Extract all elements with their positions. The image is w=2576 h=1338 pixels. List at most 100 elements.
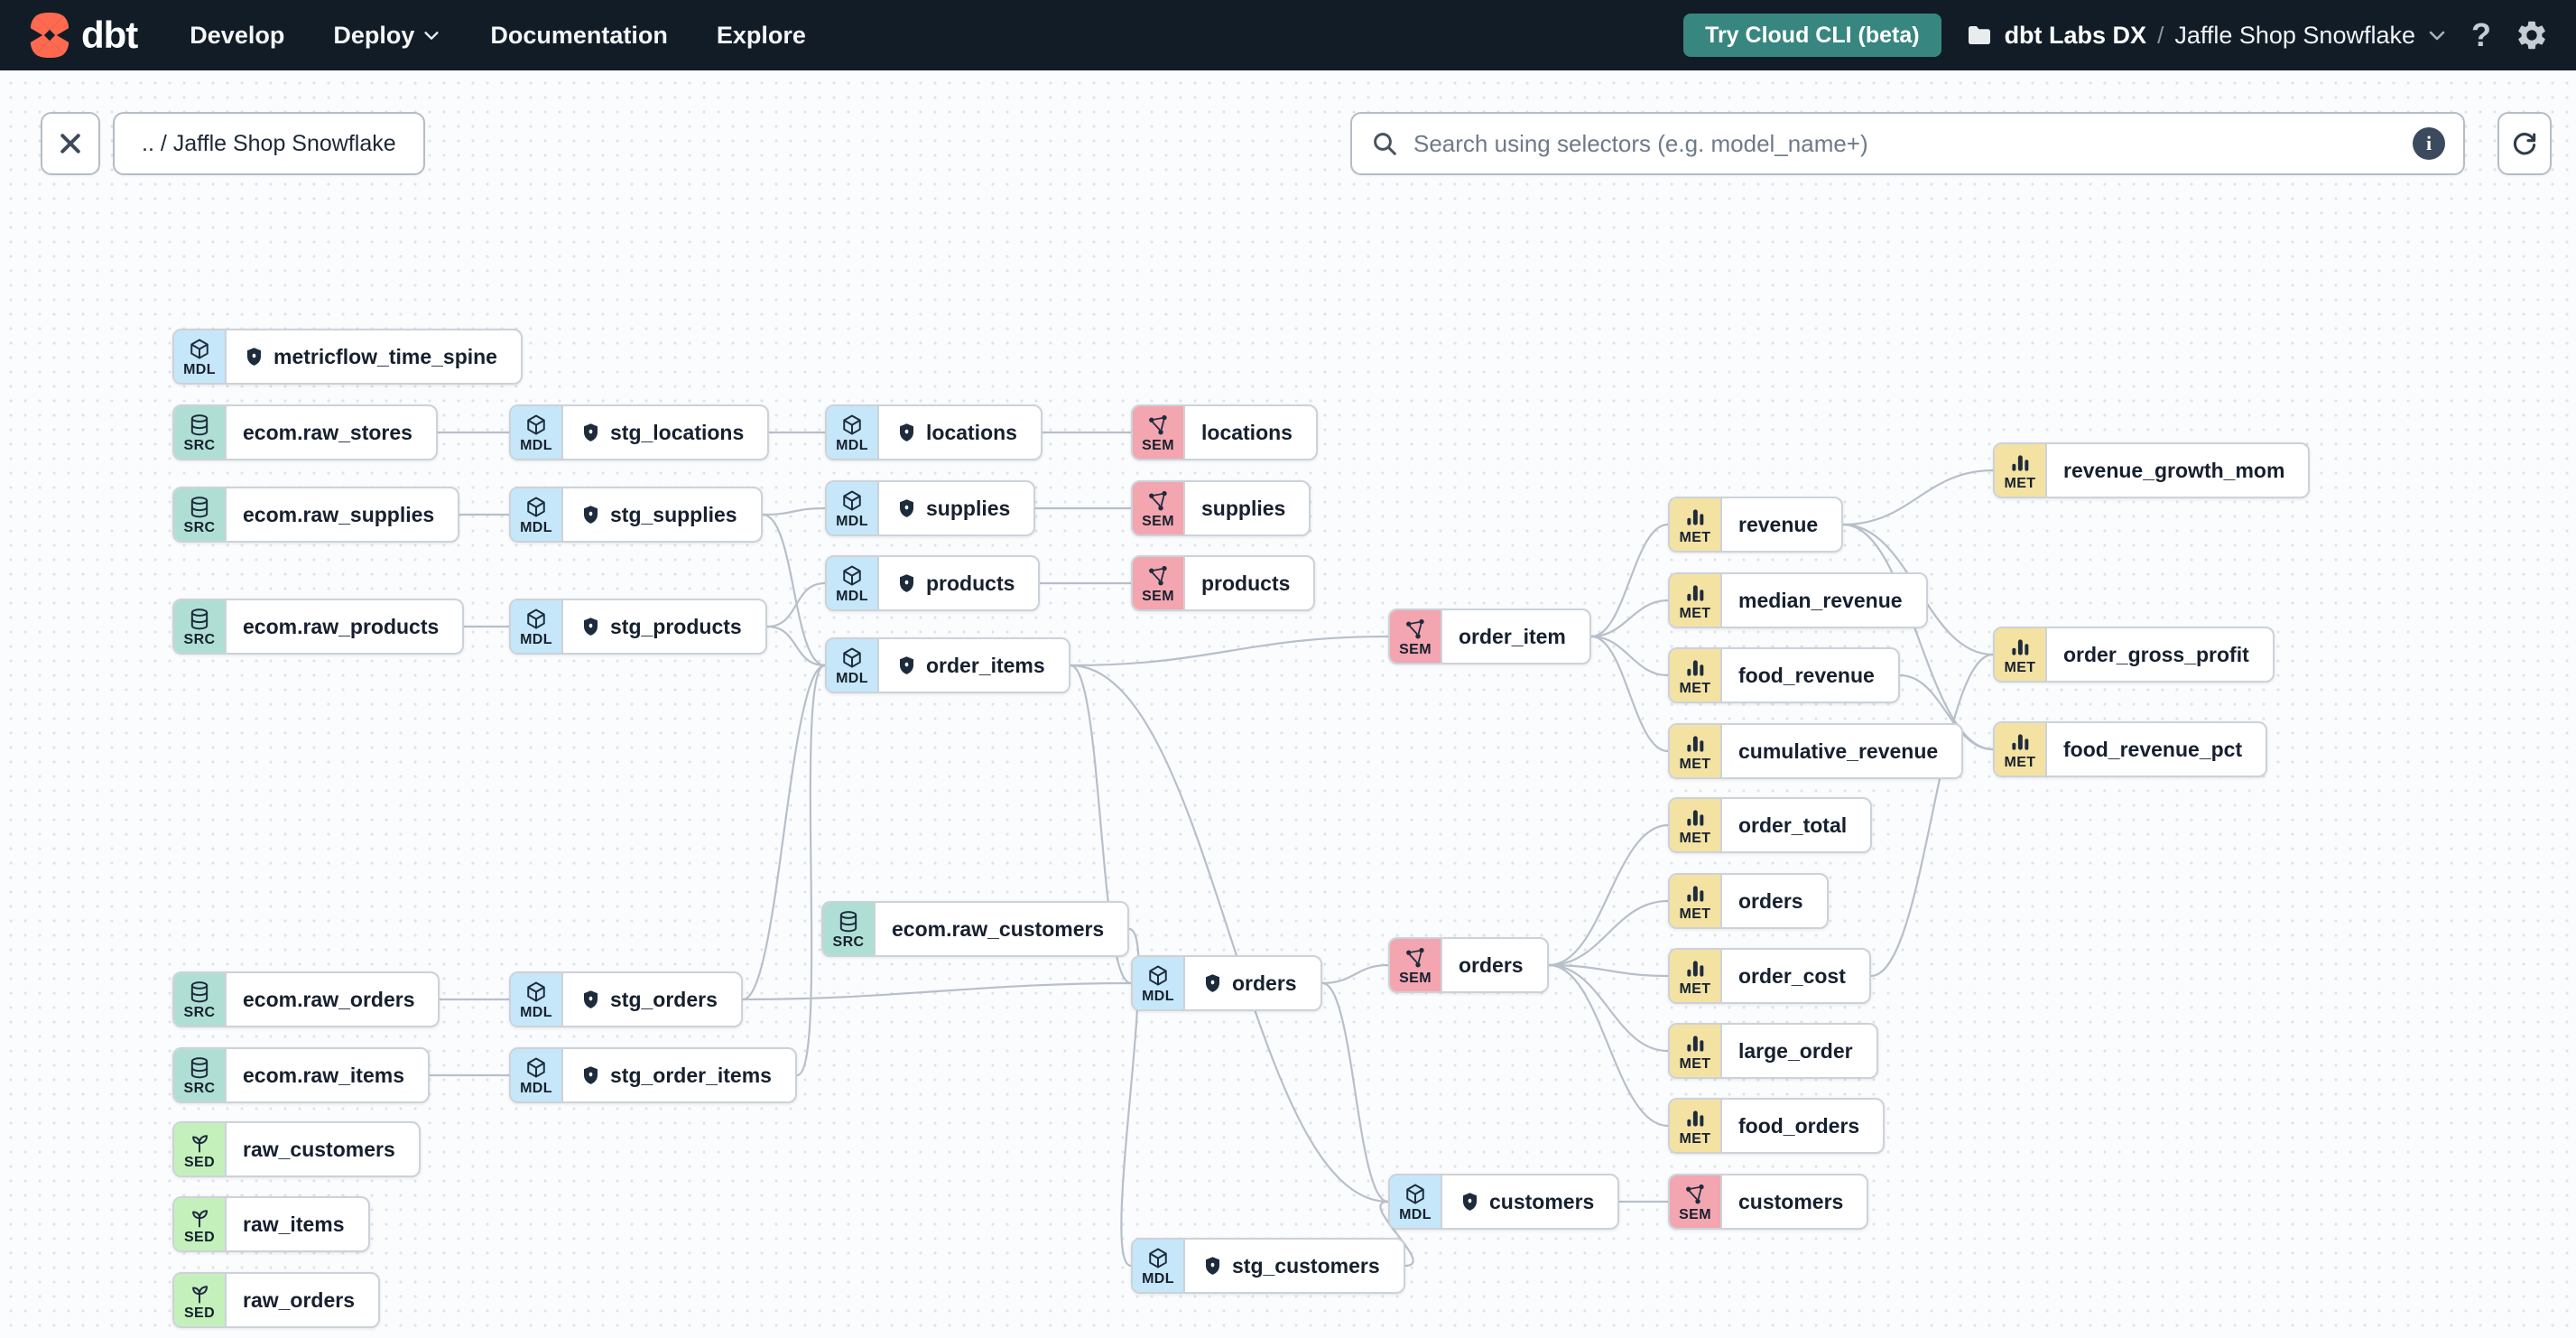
model-cube-icon — [839, 413, 865, 438]
graph-node-src_raw_stores[interactable]: SRC ecom.raw_stores — [172, 404, 438, 460]
node-type-tag: SED — [183, 1229, 216, 1245]
protected-shield-icon — [895, 655, 918, 677]
metric-bars-icon — [1682, 1106, 1708, 1131]
gear-icon[interactable] — [2515, 18, 2549, 52]
model-cube-icon — [524, 495, 549, 520]
node-type-badge: SEM — [1390, 939, 1442, 991]
node-label: ecom.raw_supplies — [243, 502, 435, 526]
refresh-icon — [2513, 133, 2536, 155]
metric-bars-icon — [1682, 956, 1708, 981]
semantic-share-icon — [1145, 563, 1171, 589]
node-type-tag: MET — [1679, 830, 1711, 846]
dbt-logo-icon — [30, 13, 69, 58]
graph-node-mdl_order_items[interactable]: MDL order_items — [825, 637, 1070, 693]
info-icon[interactable]: i — [2413, 127, 2445, 160]
node-label: order_items — [926, 653, 1045, 677]
node-label: locations — [926, 420, 1017, 444]
menu-item-explore[interactable]: Explore — [716, 21, 806, 49]
node-label: order_gross_profit — [2063, 642, 2249, 666]
node-type-badge: SED — [174, 1274, 227, 1326]
help-icon[interactable]: ? — [2471, 16, 2491, 53]
node-type-tag: SEM — [1142, 437, 1174, 453]
node-type-tag: MET — [2004, 475, 2036, 491]
metric-bars-icon — [2007, 451, 2033, 476]
node-type-badge: SRC — [174, 406, 227, 459]
node-label: food_revenue_pct — [2063, 737, 2243, 761]
node-type-badge: MET — [1995, 444, 2047, 497]
node-type-tag: MDL — [1399, 1206, 1432, 1222]
node-type-tag: MDL — [183, 361, 216, 377]
node-type-badge: SRC — [174, 600, 227, 653]
model-cube-icon — [187, 337, 212, 362]
dbt-logo[interactable]: dbt — [27, 13, 138, 58]
model-cube-icon — [524, 1055, 549, 1081]
node-label: stg_products — [610, 614, 742, 638]
model-cube-icon — [839, 646, 865, 671]
seed-sprout-icon — [187, 1204, 212, 1230]
node-label: stg_order_items — [610, 1063, 772, 1087]
node-type-tag: SRC — [832, 934, 865, 950]
menu-item-documentation[interactable]: Documentation — [490, 21, 668, 49]
menu-item-deploy[interactable]: Deploy — [333, 22, 441, 50]
node-label: metricflow_time_spine — [273, 344, 497, 368]
node-label: ecom.raw_stores — [243, 420, 412, 444]
metric-bars-icon — [2007, 729, 2033, 755]
source-database-icon — [187, 1055, 212, 1081]
node-type-tag: SEM — [1142, 588, 1174, 604]
node-type-badge: MDL — [827, 639, 879, 692]
source-database-icon — [836, 909, 861, 934]
node-type-tag: MET — [1679, 980, 1711, 997]
model-cube-icon — [524, 980, 549, 1005]
breadcrumb[interactable]: .. / Jaffle Shop Snowflake — [113, 112, 425, 175]
selector-search-input[interactable] — [1412, 128, 2400, 159]
close-lineage-button[interactable] — [41, 112, 100, 175]
protected-shield-icon — [579, 1064, 602, 1087]
try-cloud-cli-button[interactable]: Try Cloud CLI (beta) — [1683, 14, 1941, 57]
menu-item-develop[interactable]: Develop — [190, 21, 285, 49]
source-database-icon — [187, 980, 212, 1005]
account-name: dbt Labs DX — [2004, 21, 2147, 49]
project-picker[interactable]: dbt Labs DX / Jaffle Shop Snowflake — [1965, 21, 2448, 50]
refresh-button[interactable] — [2497, 112, 2552, 175]
graph-node-mdl_metricflow_time_spine[interactable]: MDL metricflow_time_spine — [172, 329, 523, 385]
node-label: stg_locations — [610, 420, 745, 444]
